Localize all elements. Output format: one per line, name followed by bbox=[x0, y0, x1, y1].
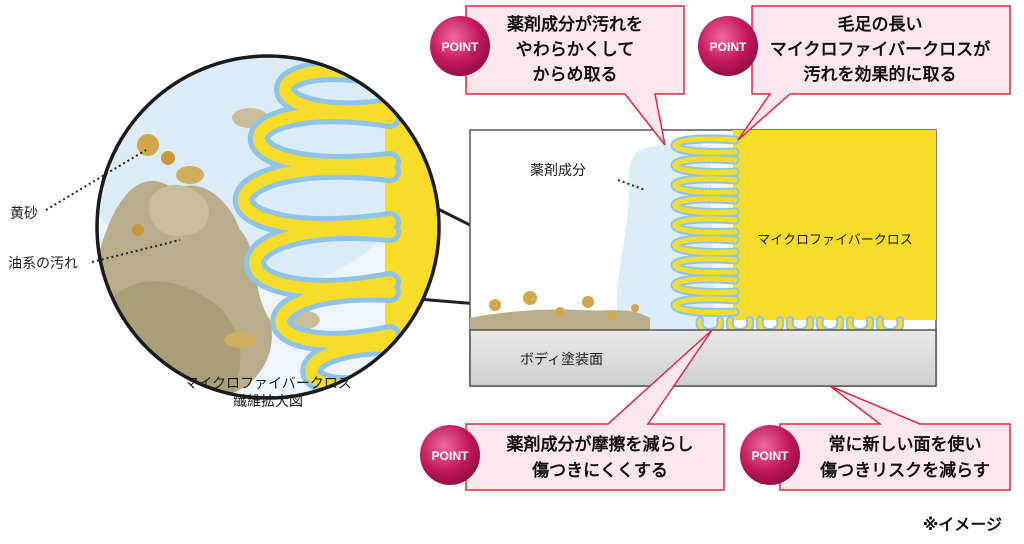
magnify-caption-line-1: マイクロファイバークロス bbox=[184, 376, 351, 392]
yukei-pointer bbox=[91, 239, 181, 263]
point-4-line-1: 常に新しい面を使い bbox=[829, 434, 982, 455]
fiber-loop bbox=[697, 318, 723, 330]
fiber-loop bbox=[787, 318, 813, 330]
point-3-line-2: 傷つきにくくする bbox=[531, 460, 668, 481]
fiber-loop bbox=[817, 318, 843, 330]
point-badge-4-text: POINT bbox=[752, 449, 789, 463]
point-2-line-3: 汚れを効果的に取る bbox=[804, 64, 957, 85]
point-2-line-1: 毛足の長い bbox=[838, 14, 923, 35]
cross-section: ボディ塗装面 マイクロファイバークロス 薬剤成分 bbox=[469, 129, 937, 387]
fiber-loop bbox=[672, 216, 738, 235]
point-badge-2-text: POINT bbox=[710, 40, 747, 54]
callout-point-4: 常に新しい面を使い 傷つきリスクを減らす POINT bbox=[740, 385, 1011, 491]
label-yukei: 油系の汚れ bbox=[8, 256, 78, 272]
fiber-loop bbox=[877, 318, 903, 330]
point-1-line-2: やわらかくして bbox=[516, 40, 635, 60]
callout-point-1: 薬剤成分が汚れを やわらかくして からめ取る POINT bbox=[430, 5, 685, 146]
fiber-loops bbox=[670, 134, 905, 330]
point-badge-1-text: POINT bbox=[442, 40, 479, 54]
yellow-sand-particle bbox=[137, 134, 159, 156]
point-3-line-1: 薬剤成分が摩擦を減らし bbox=[507, 434, 694, 455]
fiber-loop bbox=[727, 318, 753, 330]
point-2-line-2: マイクロファイバークロスが bbox=[770, 39, 990, 60]
fiber-loop bbox=[672, 276, 738, 295]
point-badge-1 bbox=[430, 16, 490, 76]
fiber-loop bbox=[672, 236, 738, 255]
point-badge-4 bbox=[740, 425, 800, 485]
label-ouki: 黄砂 bbox=[10, 205, 38, 222]
image-note: ※イメージ bbox=[923, 515, 1002, 534]
point-1-line-3: からめ取る bbox=[533, 65, 618, 85]
fiber-loop bbox=[672, 256, 738, 275]
point-badge-2 bbox=[698, 16, 758, 76]
point-badge-3-text: POINT bbox=[432, 449, 469, 463]
point-4-line-2: 傷つきリスクを減らす bbox=[819, 460, 990, 481]
point-1-line-1: 薬剤成分が汚れを bbox=[507, 14, 643, 35]
fiber-loop bbox=[672, 296, 738, 315]
dirt-layer bbox=[470, 309, 650, 330]
callout-point-2: 毛足の長い マイクロファイバークロスが 汚れを効果的に取る POINT bbox=[698, 5, 1011, 141]
fiber-loop bbox=[672, 176, 738, 195]
point-badge-3 bbox=[420, 425, 480, 485]
fiber-loop bbox=[672, 196, 738, 215]
fiber-loop bbox=[672, 156, 738, 175]
cloth-body bbox=[733, 130, 936, 320]
label-cloth: マイクロファイバークロス bbox=[757, 233, 912, 248]
magnify-caption-line-2: 繊維拡大図 bbox=[233, 394, 303, 410]
fiber-loop bbox=[847, 318, 873, 330]
magnify-circle-outline bbox=[95, 54, 441, 400]
callout-point-3: 薬剤成分が摩擦を減らし 傷つきにくくする POINT bbox=[420, 329, 725, 491]
fiber-loop bbox=[757, 318, 783, 330]
label-surface: ボディ塗装面 bbox=[520, 351, 603, 368]
label-chemical: 薬剤成分 bbox=[530, 163, 586, 179]
fiber-loop bbox=[672, 136, 738, 155]
